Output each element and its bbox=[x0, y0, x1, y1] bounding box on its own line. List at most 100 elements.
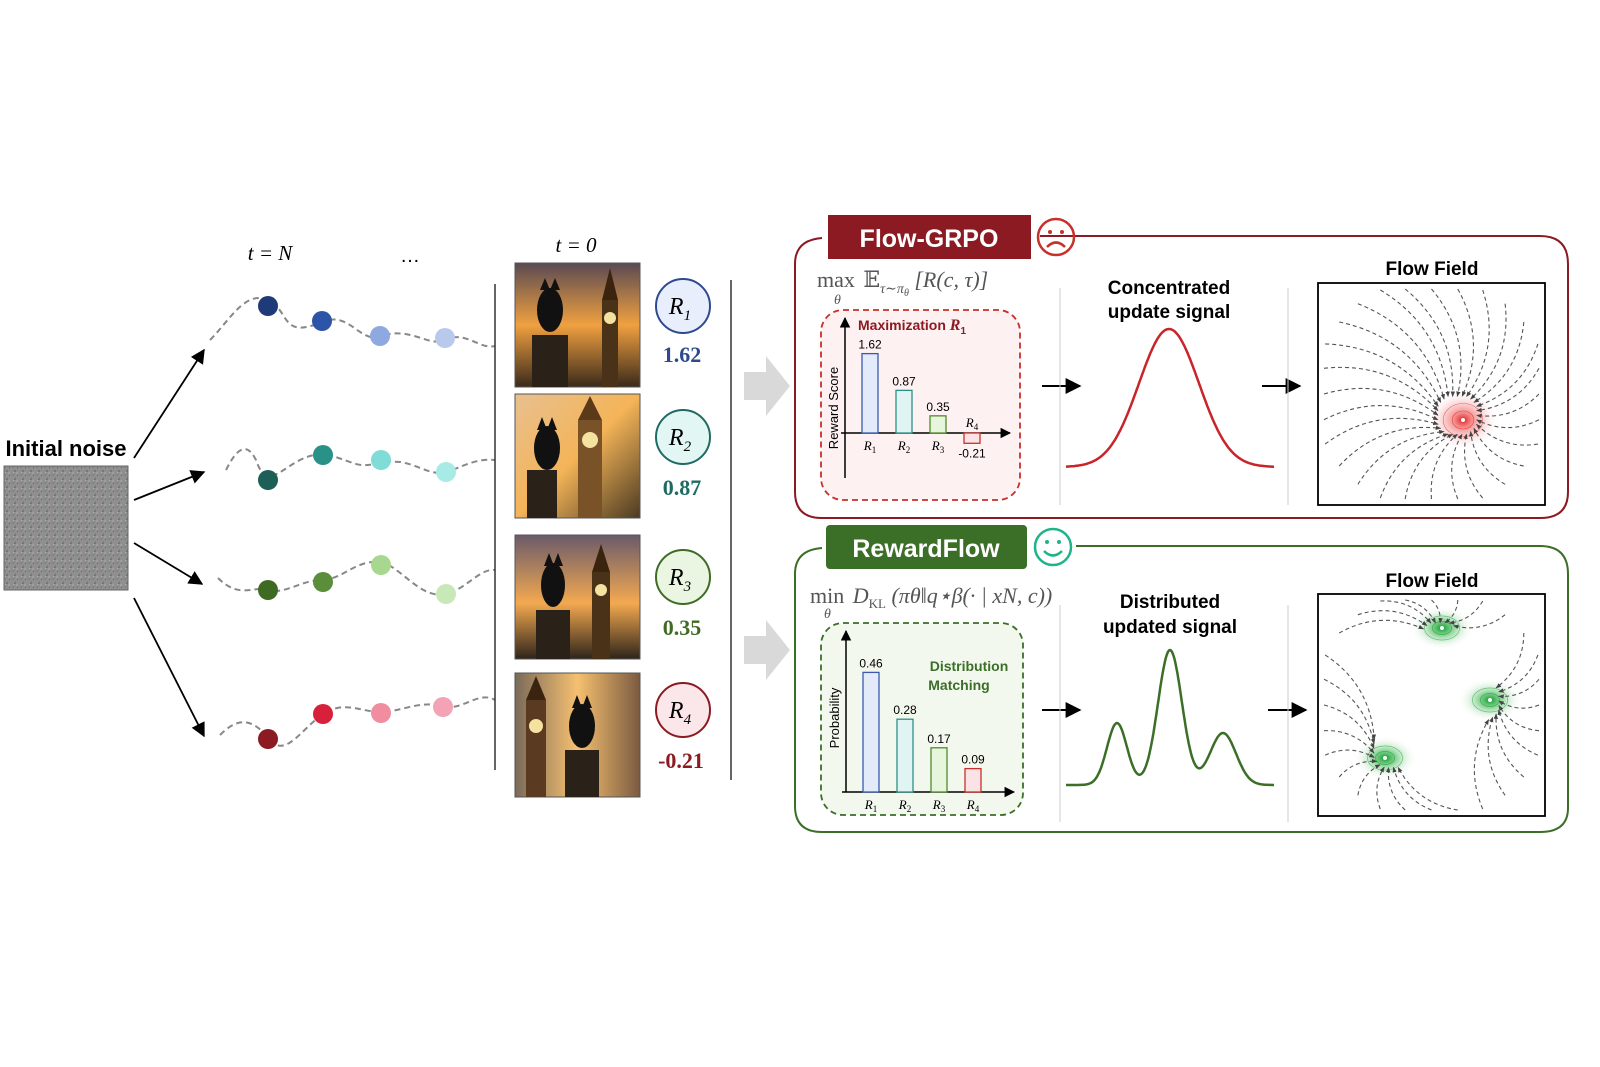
trajectory-point bbox=[435, 328, 455, 348]
reward-symbol: R1 bbox=[668, 294, 691, 324]
trajectory-point bbox=[313, 704, 333, 724]
trajectory-2 bbox=[225, 445, 496, 490]
bar-r1 bbox=[862, 671, 880, 793]
grpo-concentrated-curve bbox=[1066, 327, 1274, 468]
trajectory-point bbox=[433, 697, 453, 717]
rf-objective: min DKL (πθ‖q⋆β(· | xN, c)) bbox=[810, 583, 1052, 611]
flow-streamline bbox=[1473, 321, 1525, 403]
category-label: R4 bbox=[965, 415, 979, 432]
bar-value-label: 0.17 bbox=[927, 732, 951, 746]
rf-signal-label-2: updated signal bbox=[1103, 617, 1237, 638]
reward-value: 0.35 bbox=[663, 615, 702, 640]
initial-noise-image bbox=[3, 465, 129, 591]
bar-r4 bbox=[964, 767, 982, 793]
rf-distributed-curve bbox=[1066, 648, 1274, 787]
generated-image-2 bbox=[514, 393, 641, 519]
flow-streamline bbox=[1431, 288, 1462, 397]
trajectory-point bbox=[258, 296, 278, 316]
flow-streamline bbox=[1404, 288, 1456, 397]
reward-badge-2: R2 0.87 bbox=[655, 409, 711, 500]
bar-r1 bbox=[861, 352, 879, 434]
category-label: R1 bbox=[864, 797, 877, 814]
rf-inset-title-1: Distribution bbox=[930, 658, 1009, 674]
reward-symbol: R2 bbox=[668, 425, 692, 455]
trajectory-point bbox=[371, 450, 391, 470]
flow-streamline bbox=[1379, 433, 1449, 499]
bar-r4 bbox=[963, 432, 981, 444]
generated-image-4 bbox=[514, 672, 641, 798]
rf-inset-title-2: Matching bbox=[928, 677, 989, 693]
reward-badge-3: R3 0.35 bbox=[655, 549, 711, 640]
flow-streamline bbox=[1385, 766, 1406, 811]
flow-streamline bbox=[1380, 600, 1432, 624]
reward-value: -0.21 bbox=[658, 748, 704, 773]
attractor-contour bbox=[1375, 751, 1395, 765]
rf-y-axis-label: Probability bbox=[827, 687, 842, 748]
trajectory-point bbox=[258, 470, 278, 490]
flow-streamline bbox=[1497, 709, 1539, 756]
rewardflow-title-box bbox=[826, 525, 1027, 569]
grpo-inset-title: Maximization R1 bbox=[858, 317, 966, 337]
flow-streamline bbox=[1487, 716, 1506, 796]
flow-streamline bbox=[1468, 431, 1506, 485]
trajectory-point bbox=[258, 729, 278, 749]
branch-arrow-3 bbox=[133, 542, 204, 585]
flow-streamline bbox=[1392, 766, 1432, 811]
big-arrow-top bbox=[744, 356, 790, 416]
rf-flow-field bbox=[1323, 599, 1540, 811]
attractor-contour bbox=[1442, 403, 1484, 437]
rf-inset-box bbox=[820, 622, 1024, 816]
flow-streamline bbox=[1357, 429, 1445, 485]
generated-image-3 bbox=[514, 534, 641, 660]
attractor-center bbox=[1461, 418, 1465, 422]
flow-streamline bbox=[1323, 730, 1375, 754]
attractor-contour bbox=[1424, 615, 1460, 641]
flow-streamline bbox=[1493, 713, 1525, 778]
flow-streamline bbox=[1466, 289, 1490, 398]
generated-image-1 bbox=[514, 262, 641, 388]
flow-streamline bbox=[1452, 614, 1506, 629]
flow-streamline bbox=[1323, 366, 1439, 412]
trajectory-point bbox=[436, 462, 456, 482]
bar-r2 bbox=[895, 389, 913, 434]
category-label: R2 bbox=[898, 797, 911, 814]
grpo-inset-box bbox=[820, 309, 1021, 501]
sad-face-icon bbox=[1036, 217, 1076, 257]
reward-symbol: R4 bbox=[668, 698, 692, 728]
flow-streamline bbox=[1404, 433, 1454, 500]
flow-streamline bbox=[1380, 289, 1450, 398]
flow-grpo-title-box bbox=[828, 215, 1031, 259]
grpo-flow-field bbox=[1323, 288, 1540, 500]
trajectory-point bbox=[371, 555, 391, 575]
flow-streamline bbox=[1324, 417, 1439, 445]
trajectory-point bbox=[370, 326, 390, 346]
flow-streamline bbox=[1470, 303, 1507, 400]
flow-streamline bbox=[1357, 303, 1445, 400]
flow-streamline bbox=[1476, 368, 1540, 413]
rf-flow-title: Flow Field bbox=[1386, 571, 1479, 592]
reward-value: 0.87 bbox=[663, 475, 702, 500]
bar-value-label: 0.35 bbox=[926, 400, 950, 414]
category-label: R2 bbox=[897, 438, 910, 455]
rewardflow-title: RewardFlow bbox=[852, 535, 1000, 563]
rewardflow-panel: RewardFlow min DKL (πθ‖q⋆β(· | xN, c)) θ… bbox=[794, 525, 1569, 833]
flow-streamline bbox=[1376, 766, 1385, 810]
flow-streamline bbox=[1430, 433, 1458, 500]
flow-streamline bbox=[1498, 654, 1539, 693]
attractor-center bbox=[1488, 698, 1492, 702]
grpo-y-axis-label: Reward Score bbox=[826, 367, 841, 449]
flow-streamline bbox=[1339, 321, 1442, 403]
flow-streamline bbox=[1457, 288, 1475, 397]
attractor-center bbox=[1383, 756, 1387, 760]
category-label: R1 bbox=[863, 438, 876, 455]
trajectory-point bbox=[313, 445, 333, 465]
grpo-signal-label-2: update signal bbox=[1108, 302, 1230, 323]
flow-streamline bbox=[1357, 610, 1428, 627]
branch-arrow-2 bbox=[133, 470, 206, 501]
flow-streamline bbox=[1473, 719, 1490, 810]
trajectory-point bbox=[312, 311, 332, 331]
bar-value-label: 0.87 bbox=[892, 374, 916, 388]
attractor-contour bbox=[1480, 693, 1500, 707]
